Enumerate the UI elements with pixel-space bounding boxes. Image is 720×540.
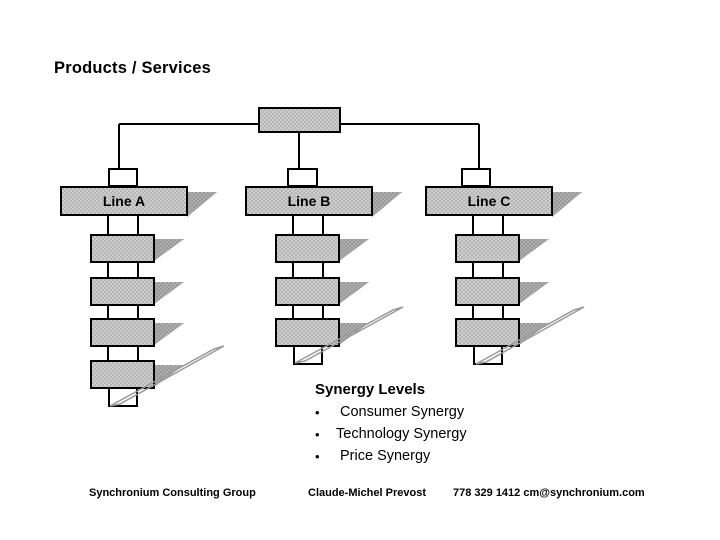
connector-drop-a: [118, 124, 120, 169]
connector-line: [107, 345, 109, 362]
synergy-item-label: Technology Synergy: [336, 426, 467, 442]
product-box-shadow: [519, 282, 549, 304]
product-box-shadow: [519, 239, 549, 261]
branch-line-b-label: Line B: [287, 193, 331, 209]
product-box-shadow: [154, 323, 184, 345]
column-b-end-box: [293, 345, 323, 365]
column-c-end-box: [473, 345, 503, 365]
connector-line: [107, 304, 109, 320]
synergy-item: • Price Synergy: [315, 448, 535, 465]
column-a-end-box: [108, 387, 138, 407]
branch-line-c-label: Line C: [467, 193, 511, 209]
connector-line: [137, 261, 139, 279]
connector-line: [137, 215, 139, 236]
synergy-item-label: Price Synergy: [340, 448, 431, 464]
bullet-icon: •: [315, 427, 320, 442]
branch-line-a-box: Line A: [60, 186, 188, 216]
product-box: [275, 318, 340, 347]
connector-line: [107, 215, 109, 236]
root-box: [258, 107, 341, 133]
synergy-levels-block: Synergy Levels • Consumer Synergy • Tech…: [315, 381, 535, 471]
connector-line: [502, 215, 504, 236]
branch-a-shadow: [187, 192, 217, 217]
bullet-icon: •: [315, 405, 320, 420]
product-box: [275, 234, 340, 263]
connector-line: [292, 215, 294, 236]
bullet-icon: •: [315, 449, 320, 464]
footer-company: Synchronium Consulting Group: [89, 487, 256, 499]
product-box: [90, 360, 155, 389]
product-box-shadow: [154, 282, 184, 304]
product-box-shadow: [339, 239, 369, 261]
footer-contact: 778 329 1412 cm@synchronium.com: [453, 487, 645, 499]
product-box-shadow: [519, 323, 549, 345]
product-box: [275, 277, 340, 306]
branch-a-connector-box: [108, 168, 138, 187]
connector-line: [472, 304, 474, 320]
connector-line: [472, 215, 474, 236]
connector-line: [472, 261, 474, 279]
connector-drop-b: [298, 131, 300, 169]
connector-drop-c: [478, 124, 480, 169]
product-box-shadow: [339, 282, 369, 304]
product-box-shadow: [154, 365, 184, 387]
product-box: [90, 277, 155, 306]
connector-line: [322, 215, 324, 236]
product-box-shadow: [339, 323, 369, 345]
synergy-levels-title: Synergy Levels: [315, 381, 426, 398]
connector-line: [137, 304, 139, 320]
branch-line-c-box: Line C: [425, 186, 553, 216]
product-box-shadow: [154, 239, 184, 261]
synergy-item: • Technology Synergy: [315, 426, 535, 443]
product-box: [90, 318, 155, 347]
product-box: [455, 234, 520, 263]
synergy-item: • Consumer Synergy: [315, 404, 535, 421]
product-box: [455, 318, 520, 347]
footer-author: Claude-Michel Prevost: [308, 487, 426, 499]
branch-b-shadow: [372, 192, 402, 217]
connector-line: [322, 261, 324, 279]
branch-c-shadow: [552, 192, 582, 217]
page-title: Products / Services: [54, 59, 211, 77]
connector-line: [292, 304, 294, 320]
product-box: [90, 234, 155, 263]
connector-line: [292, 261, 294, 279]
branch-line-b-box: Line B: [245, 186, 373, 216]
connector-line: [502, 261, 504, 279]
branch-line-a-label: Line A: [102, 193, 146, 209]
branch-b-connector-box: [287, 168, 318, 187]
connector-line: [107, 261, 109, 279]
branch-c-connector-box: [461, 168, 491, 187]
synergy-item-label: Consumer Synergy: [340, 404, 465, 420]
product-box: [455, 277, 520, 306]
